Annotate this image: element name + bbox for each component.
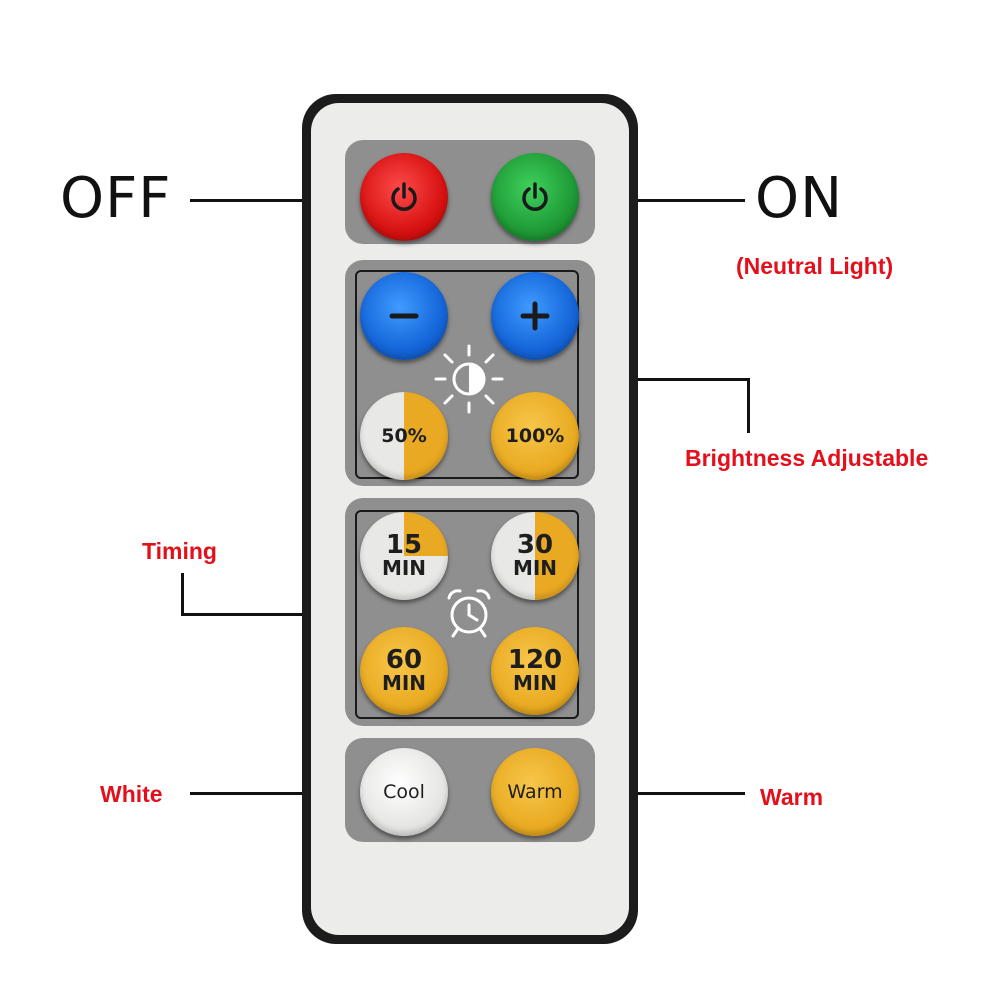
power-icon <box>522 182 548 211</box>
cool-label: Cool <box>383 781 425 803</box>
off-button[interactable] <box>360 153 448 241</box>
warm-button-label: Warm <box>507 781 563 803</box>
brightness-100-button[interactable]: 100% <box>491 392 579 480</box>
timer-30-unit: MIN <box>512 556 558 580</box>
neutral-light-label: (Neutral Light) <box>736 253 894 279</box>
timer-30-number: 30 <box>516 530 554 560</box>
timing-leader-h <box>181 613 358 616</box>
on-leader-line <box>575 199 745 202</box>
timer-60-button[interactable]: 60 MIN <box>360 627 448 715</box>
timer-15-button[interactable]: 15 MIN <box>360 512 448 600</box>
timer-frame <box>355 510 579 719</box>
timer-120-button[interactable]: 120 MIN <box>491 627 579 715</box>
off-label: OFF <box>60 166 172 231</box>
brightness-50-label: 50% <box>381 425 427 447</box>
brightness-up-button[interactable] <box>491 272 579 360</box>
brightness-label: Brightness Adjustable <box>685 445 929 471</box>
warm-label: Warm <box>760 784 824 810</box>
timer-120-number: 120 <box>507 645 563 675</box>
brightness-100-label: 100% <box>505 425 565 447</box>
timing-leader-v <box>181 573 184 615</box>
timer-15-unit: MIN <box>381 556 427 580</box>
plus-icon <box>520 301 550 331</box>
brightness-50-button[interactable]: 50% <box>360 392 448 480</box>
cool-button[interactable]: Cool <box>360 748 448 836</box>
timer-15-number: 15 <box>385 530 423 560</box>
timing-label: Timing <box>142 538 217 564</box>
brightness-leader-h <box>577 378 749 381</box>
on-label: ON <box>755 166 843 231</box>
timer-60-unit: MIN <box>381 671 427 695</box>
brightness-down-button[interactable] <box>360 272 448 360</box>
timer-30-button[interactable]: 30 MIN <box>491 512 579 600</box>
off-leader-line <box>190 199 395 202</box>
brightness-frame <box>355 270 579 479</box>
timer-120-unit: MIN <box>512 671 558 695</box>
timer-60-number: 60 <box>385 645 423 675</box>
brightness-leader-v <box>747 378 750 433</box>
sun-half-icon <box>434 344 504 414</box>
white-leader-line <box>190 792 360 795</box>
alarm-clock-icon <box>447 589 491 638</box>
white-label: White <box>100 781 163 807</box>
warm-leader-line <box>575 792 745 795</box>
warm-button[interactable]: Warm <box>491 748 579 836</box>
minus-icon <box>389 313 419 319</box>
on-button[interactable] <box>491 153 579 241</box>
power-icon <box>391 182 417 211</box>
